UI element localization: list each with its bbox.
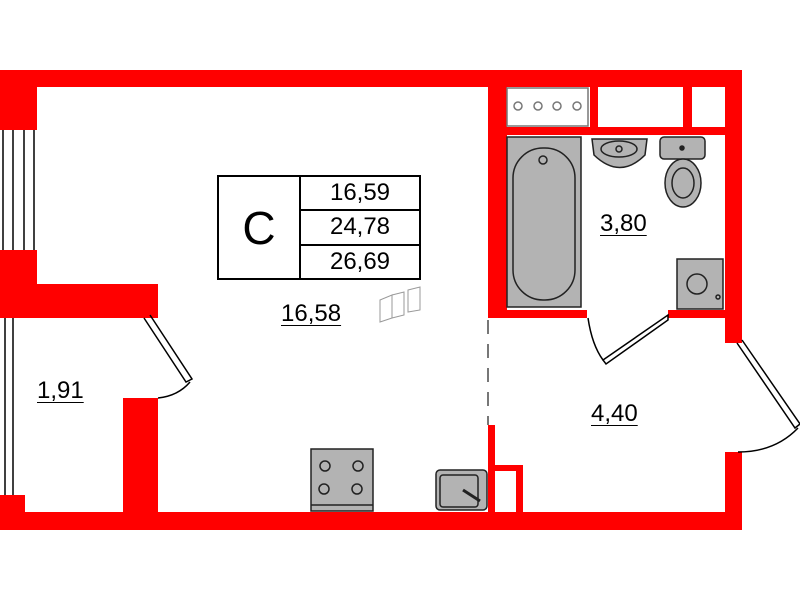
walls xyxy=(0,70,742,530)
wall-block-mid-left xyxy=(0,250,37,318)
shaft xyxy=(506,87,589,127)
niche-wall-top xyxy=(495,465,523,471)
bathroom-door xyxy=(601,313,669,366)
bathroom-bottom-wall-right xyxy=(668,310,725,318)
washing-machine-icon xyxy=(676,258,724,310)
fixtures xyxy=(310,136,724,512)
windows xyxy=(2,130,35,495)
living-area-value: 16,59 xyxy=(301,177,419,212)
bathroom-bottom-wall-left xyxy=(507,310,587,318)
balcony-wall xyxy=(37,284,158,318)
wall-block-bottom-left xyxy=(0,495,25,515)
balcony-wall-stub xyxy=(123,398,158,512)
top-wall xyxy=(0,70,742,87)
balcony-area: 1,91 xyxy=(37,377,84,404)
stove-icon xyxy=(310,448,374,512)
right-wall-upper xyxy=(725,70,742,343)
living-room-area: 16,58 xyxy=(281,300,342,327)
shaft-divider-2 xyxy=(683,87,692,130)
bathroom-door-swing xyxy=(587,317,604,361)
kitchen-partition xyxy=(488,425,495,512)
total-area-with-balcony-value: 26,69 xyxy=(329,247,391,275)
shaft-divider-1 xyxy=(590,87,598,130)
niche-wall-side xyxy=(516,465,523,512)
wardrobe-icon xyxy=(379,286,421,323)
bathroom-area: 3,80 xyxy=(600,210,647,237)
apartment-summary-table: C 16,59 24,78 26,69 xyxy=(217,175,421,280)
kitchen-sink-icon xyxy=(435,469,488,511)
bathtub-icon xyxy=(506,136,582,308)
wall-block-top-left xyxy=(0,70,37,130)
total-area-value: 24,78 xyxy=(301,211,419,246)
bottom-wall xyxy=(0,512,742,530)
entry-door xyxy=(736,339,800,430)
balcony-door xyxy=(143,314,194,383)
shaft-wall xyxy=(507,127,725,135)
washbasin-icon xyxy=(591,138,648,169)
right-wall-lower xyxy=(725,452,742,530)
doors xyxy=(143,313,800,453)
toilet-icon xyxy=(659,136,706,208)
apartment-type: C xyxy=(219,177,301,278)
hall-area: 4,40 xyxy=(591,400,638,427)
bathroom-left-wall xyxy=(488,87,507,318)
